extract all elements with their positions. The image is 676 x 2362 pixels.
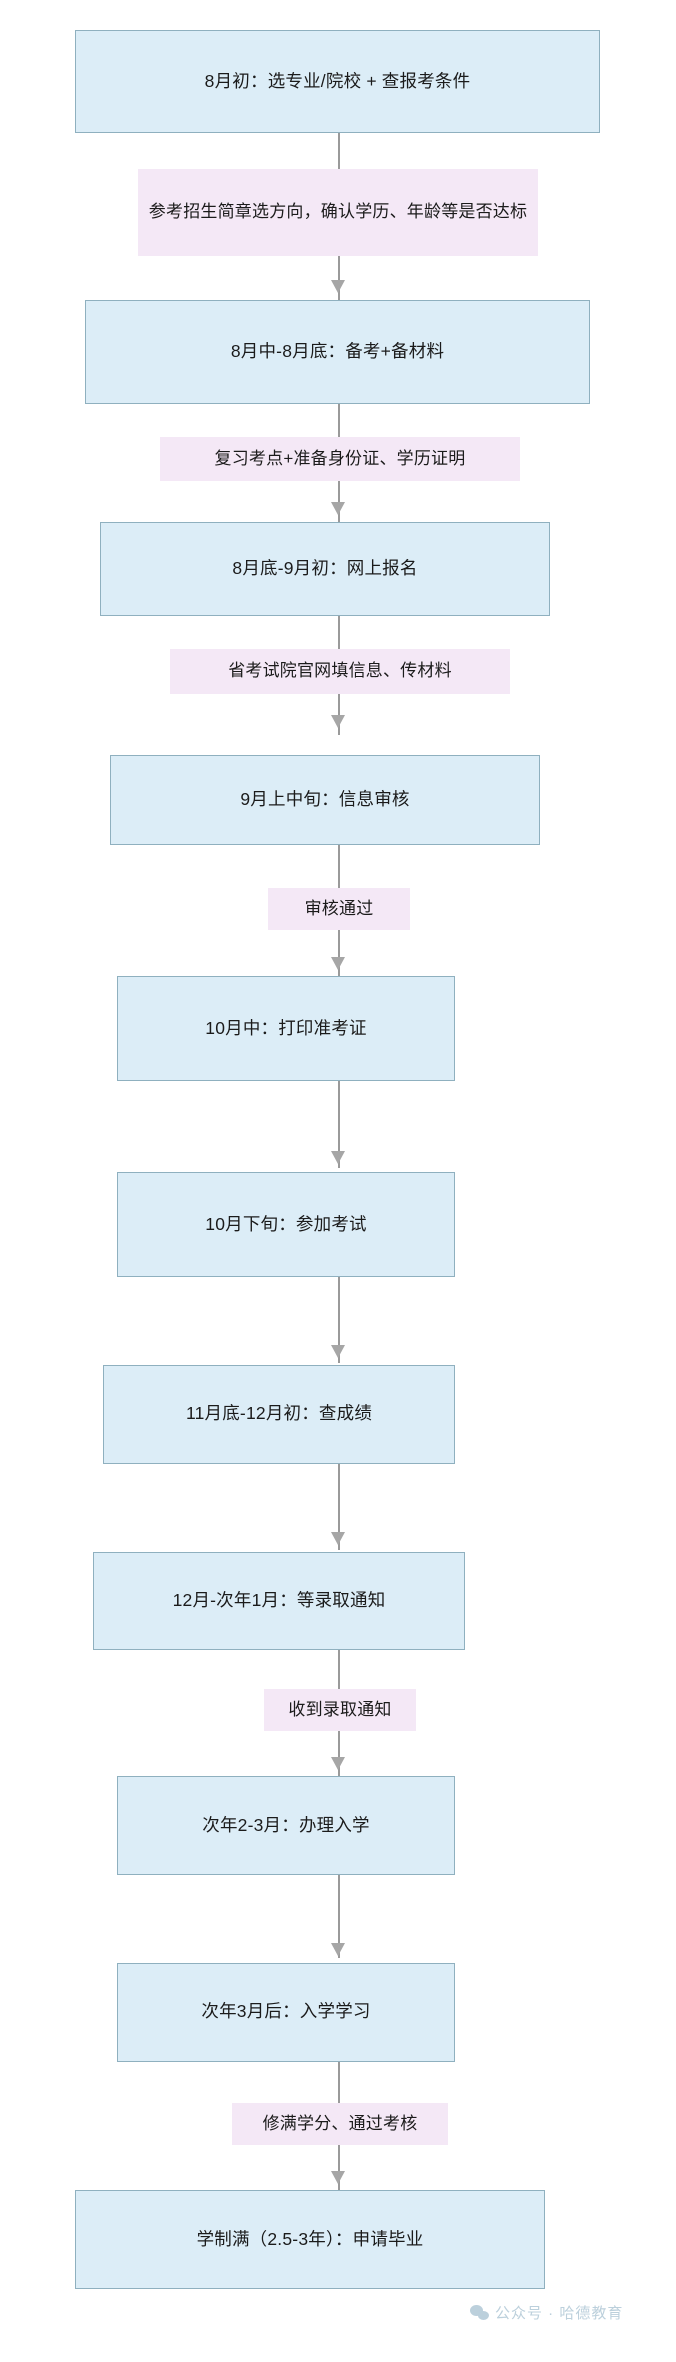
- edge-label-n8-n9-text: 收到录取通知: [288, 1699, 392, 1719]
- edge-label-n1-n2-text: 参考招生简章选方向，确认学历、年龄等是否达标: [148, 201, 528, 221]
- flow-node-4-label: 9月上中旬：信息审核: [240, 788, 410, 809]
- flow-node-6[interactable]: 10月下旬：参加考试: [117, 1172, 455, 1277]
- connector-n9-n10: [338, 1874, 340, 1959]
- connector-n2-n3-lower: [338, 481, 340, 524]
- flow-node-9[interactable]: 次年2-3月：办理入学: [117, 1775, 455, 1875]
- flow-node-7-label: 11月底-12月初：查成绩: [185, 1403, 373, 1424]
- connector-n3-n4-upper: [338, 615, 340, 676]
- arrowhead-n6-n7: [331, 1345, 345, 1359]
- flow-node-7[interactable]: 11月底-12月初：查成绩: [103, 1364, 455, 1464]
- watermark-text: 公众号 · 哈德教育: [495, 2305, 624, 2323]
- edge-label-n3-n4-text: 省考试院官网填信息、传材料: [228, 660, 452, 680]
- connector-n8-n9-upper: [338, 1650, 340, 1705]
- flow-node-11[interactable]: 学制满（2.5-3年）：申请毕业: [75, 2190, 545, 2289]
- connector-n1-n2-upper: [338, 133, 340, 183]
- flow-node-3-label: 8月底-9月初：网上报名: [232, 557, 418, 578]
- connector-n3-n4-lower: [338, 693, 340, 736]
- flow-node-10[interactable]: 次年3月后：入学学习: [117, 1962, 455, 2062]
- flow-node-3[interactable]: 8月底-9月初：网上报名: [100, 521, 550, 616]
- arrowhead-n5-n6: [331, 1151, 345, 1165]
- edge-label-n3-n4: 省考试院官网填信息、传材料: [170, 648, 510, 694]
- arrowhead-n1-n2: [331, 279, 345, 293]
- edge-label-n4-n5: 审核通过: [268, 887, 410, 930]
- flow-node-4[interactable]: 9月上中旬：信息审核: [110, 754, 540, 845]
- edge-label-n2-n3-text: 复习考点+准备身份证、学历证明: [214, 448, 466, 468]
- flow-node-10-label: 次年3月后：入学学习: [201, 2001, 371, 2022]
- arrowhead-n4-n5: [331, 956, 345, 970]
- edge-label-n10-n11-text: 修满学分、通过考核: [262, 2113, 418, 2133]
- flow-node-11-label: 学制满（2.5-3年）：申请毕业: [196, 2228, 424, 2249]
- connector-n5-n6: [338, 1080, 340, 1168]
- edge-label-n2-n3: 复习考点+准备身份证、学历证明: [160, 436, 520, 482]
- connector-n4-n5-lower: [338, 929, 340, 977]
- connector-n10-n11-upper: [338, 2061, 340, 2119]
- edge-label-n8-n9: 收到录取通知: [264, 1689, 416, 1732]
- edge-label-n10-n11: 修满学分、通过考核: [232, 2103, 448, 2146]
- watermark: 公众号 · 哈德教育: [470, 2302, 623, 2323]
- connector-n1-n2-lower: [338, 255, 340, 302]
- flow-node-2-label: 8月中-8月底：备考+备材料: [230, 341, 445, 362]
- connector-n6-n7: [338, 1276, 340, 1364]
- connector-n7-n8: [338, 1463, 340, 1551]
- flow-node-8[interactable]: 12月-次年1月：等录取通知: [93, 1551, 465, 1651]
- wechat-icon: [470, 2305, 489, 2321]
- arrowhead-n2-n3: [331, 502, 345, 516]
- flow-node-6-label: 10月下旬：参加考试: [205, 1213, 367, 1234]
- flow-node-5-label: 10月中：打印准考证: [205, 1017, 367, 1038]
- flow-node-1[interactable]: 8月初：选专业/院校 + 查报考条件: [75, 29, 600, 134]
- flow-node-8-label: 12月-次年1月：等录取通知: [172, 1590, 386, 1611]
- edge-label-n4-n5-text: 审核通过: [304, 898, 374, 918]
- arrowhead-n7-n8: [331, 1532, 345, 1546]
- flow-node-9-label: 次年2-3月：办理入学: [202, 1814, 370, 1835]
- edge-label-n1-n2: 参考招生简章选方向，确认学历、年龄等是否达标: [138, 168, 538, 256]
- flow-node-2[interactable]: 8月中-8月底：备考+备材料: [85, 300, 590, 404]
- connector-n2-n3-upper: [338, 403, 340, 464]
- arrowhead-n10-n11: [331, 2170, 345, 2184]
- arrowhead-n3-n4: [331, 714, 345, 728]
- flow-node-5[interactable]: 10月中：打印准考证: [117, 976, 455, 1081]
- connector-n4-n5-upper: [338, 844, 340, 902]
- arrowhead-n9-n10: [331, 1943, 345, 1957]
- connector-n10-n11-lower: [338, 2145, 340, 2191]
- flow-node-1-label: 8月初：选专业/院校 + 查报考条件: [204, 70, 471, 91]
- connector-n8-n9-lower: [338, 1731, 340, 1776]
- arrowhead-n8-n9: [331, 1756, 345, 1770]
